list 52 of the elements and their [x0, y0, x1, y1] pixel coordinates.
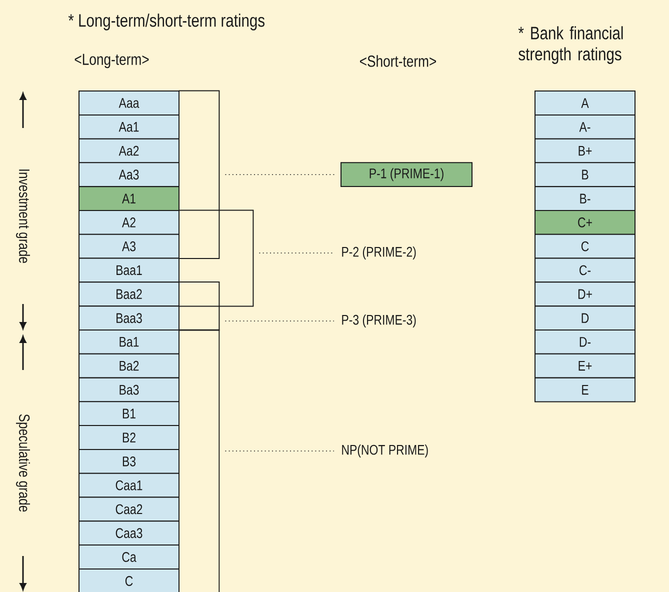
- rating-cell: Ba2: [78, 353, 180, 378]
- rating-cell: Ca: [78, 544, 180, 570]
- rating-cell: Aa1: [78, 114, 180, 140]
- rating-cell: C-: [534, 258, 636, 283]
- rating-cell: Aa2: [78, 138, 180, 164]
- grade-label: Investment grade: [16, 168, 30, 264]
- rating-cell: E: [534, 377, 636, 402]
- rating-cell: Baa2: [78, 282, 180, 307]
- rating-cell: Caa2: [78, 496, 180, 522]
- rating-cell: P-1 (PRIME-1): [340, 162, 472, 188]
- leader-line: [224, 450, 334, 452]
- leader-line: [224, 174, 336, 175]
- leader-line: [224, 320, 334, 322]
- bracket: [178, 90, 220, 259]
- rating-cell: D-: [534, 329, 636, 354]
- title: * Long-term/short-term ratings: [68, 14, 264, 30]
- rating-label: P-3 (PRIME-3): [342, 314, 416, 328]
- rating-cell: Aaa: [78, 90, 180, 116]
- rating-cell: Aa3: [78, 162, 180, 188]
- column-heading: <Long-term>: [74, 54, 149, 68]
- rating-cell: A3: [78, 234, 180, 259]
- rating-label: NP(NOT PRIME): [342, 444, 428, 458]
- rating-cell: A1: [78, 186, 180, 212]
- bracket: [178, 210, 254, 307]
- rating-cell: B1: [78, 401, 180, 426]
- rating-cell: C: [534, 234, 636, 259]
- bracket: [178, 329, 220, 592]
- rating-cell: C+: [534, 210, 636, 235]
- rating-cell: Ba3: [78, 377, 180, 402]
- rating-cell: A2: [78, 210, 180, 235]
- rating-cell: Baa1: [78, 258, 180, 283]
- column-heading: * Bank financial strength ratings: [518, 26, 623, 64]
- grade-label: Speculative grade: [16, 414, 30, 512]
- rating-cell: E+: [534, 353, 636, 378]
- rating-cell: D: [534, 306, 636, 331]
- rating-cell: B+: [534, 138, 636, 164]
- rating-cell: B2: [78, 425, 180, 450]
- rating-label: P-2 (PRIME-2): [342, 246, 416, 260]
- rating-cell: Ba1: [78, 329, 180, 354]
- bracket: [178, 282, 220, 331]
- rating-cell: Caa1: [78, 472, 180, 498]
- rating-cell: C: [78, 568, 180, 592]
- rating-cell: B3: [78, 448, 180, 474]
- rating-cell: A-: [534, 114, 636, 140]
- rating-cell: D+: [534, 282, 636, 307]
- leader-line: [258, 252, 334, 254]
- rating-cell: B: [534, 162, 636, 188]
- rating-cell: B-: [534, 186, 636, 212]
- column-heading: <Short-term>: [360, 55, 436, 67]
- rating-cell: Baa3: [78, 306, 180, 331]
- rating-cell: Caa3: [78, 520, 180, 546]
- rating-cell: A: [534, 90, 636, 116]
